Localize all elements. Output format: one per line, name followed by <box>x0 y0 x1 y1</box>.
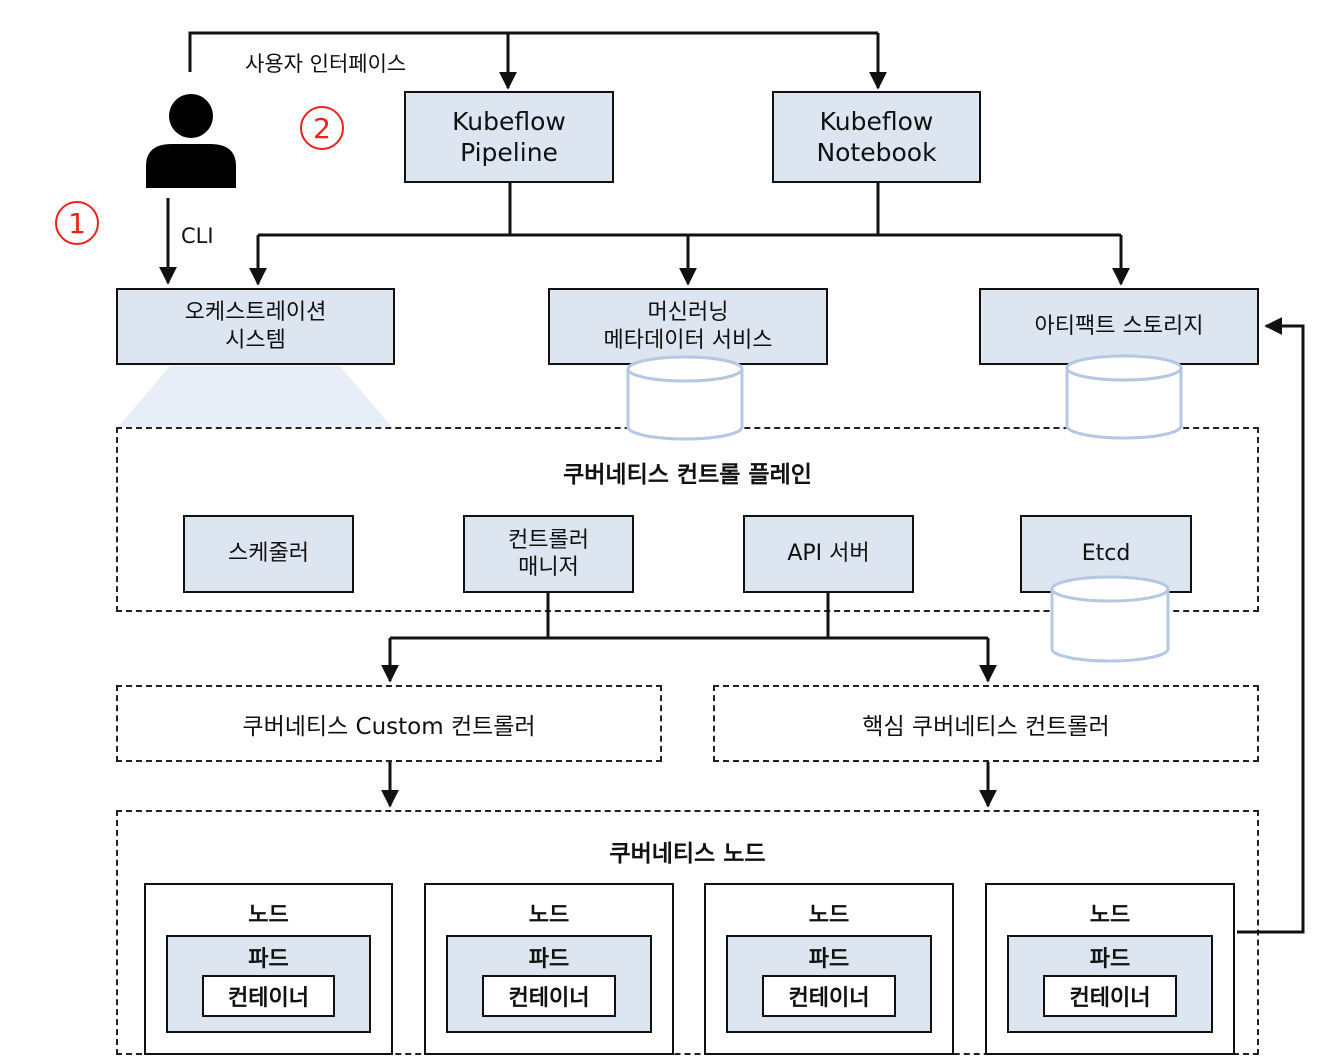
orchestration-system-box: 오케스트레이션 시스템 <box>116 288 395 365</box>
ml-metadata-line2: 메타데이터 서비스 <box>603 327 773 353</box>
user-icon <box>146 94 236 188</box>
etcd-label: Etcd <box>1081 541 1131 567</box>
artifact-storage-label: 아티팩트 스토리지 <box>1034 313 1204 339</box>
pod-label: 파드 <box>528 947 570 972</box>
kubeflow-notebook-line2: Notebook <box>816 138 937 167</box>
container-label: 컨테이너 <box>202 975 335 1017</box>
node-1: 노드 파드 컨테이너 <box>144 883 393 1055</box>
ml-metadata-database-cylinder-icon <box>626 355 744 441</box>
node-label: 노드 <box>1089 903 1131 928</box>
pod: 파드 컨테이너 <box>1007 935 1213 1033</box>
artifact-database-cylinder-icon <box>1065 354 1183 440</box>
core-controller-label: 핵심 쿠버네티스 컨트롤러 <box>862 713 1110 740</box>
container-label: 컨테이너 <box>482 975 616 1017</box>
custom-controller-label: 쿠버네티스 Custom 컨트롤러 <box>242 713 536 740</box>
pod: 파드 컨테이너 <box>446 935 652 1033</box>
container-label: 컨테이너 <box>1043 975 1177 1017</box>
kubernetes-nodes-title: 쿠버네티스 노드 <box>609 841 766 867</box>
pod: 파드 컨테이너 <box>726 935 932 1033</box>
marker-1: 1 <box>55 201 99 245</box>
arrow-node-to-storage <box>1237 317 1305 934</box>
kubeflow-notebook-line1: Kubeflow <box>819 106 934 136</box>
scheduler-box: 스케줄러 <box>183 515 354 593</box>
kubeflow-pipeline-line2: Pipeline <box>460 138 558 167</box>
controller-manager-box: 컨트롤러 매니저 <box>463 515 634 593</box>
pod: 파드 컨테이너 <box>166 935 371 1033</box>
orchestration-line1: 오케스트레이션 <box>184 300 327 325</box>
artifact-storage-box: 아티팩트 스토리지 <box>979 288 1259 365</box>
core-controller-group: 핵심 쿠버네티스 컨트롤러 <box>713 685 1259 762</box>
api-server-label: API 서버 <box>787 541 870 567</box>
node-label: 노드 <box>528 903 570 928</box>
kubeflow-pipeline-box: Kubeflow Pipeline <box>404 91 614 183</box>
container-label: 컨테이너 <box>762 975 896 1017</box>
orchestration-projection <box>118 366 392 427</box>
pod-label: 파드 <box>808 947 850 972</box>
cli-label: CLI <box>181 224 214 248</box>
ml-metadata-line1: 머신러닝 <box>647 300 729 325</box>
pod-label: 파드 <box>1089 947 1131 972</box>
node-label: 노드 <box>248 903 289 928</box>
node-label: 노드 <box>808 903 850 928</box>
ui-bus-line <box>188 31 878 72</box>
custom-controller-group: 쿠버네티스 Custom 컨트롤러 <box>116 685 662 762</box>
node-2: 노드 파드 컨테이너 <box>424 883 674 1055</box>
pod-label: 파드 <box>248 947 289 972</box>
controller-manager-line2: 매니저 <box>518 555 579 580</box>
controller-manager-line1: 컨트롤러 <box>508 527 589 553</box>
node-3: 노드 파드 컨테이너 <box>704 883 954 1055</box>
kubeflow-notebook-box: Kubeflow Notebook <box>772 91 981 183</box>
marker-2: 2 <box>300 106 344 150</box>
orchestration-line2: 시스템 <box>225 327 286 353</box>
etcd-database-cylinder-icon <box>1050 575 1170 663</box>
kubeflow-pipeline-line1: Kubeflow <box>452 106 566 136</box>
api-server-box: API 서버 <box>743 515 914 593</box>
scheduler-label: 스케줄러 <box>228 541 309 567</box>
user-interface-label: 사용자 인터페이스 <box>245 52 407 76</box>
ml-metadata-service-box: 머신러닝 메타데이터 서비스 <box>548 288 828 365</box>
node-4: 노드 파드 컨테이너 <box>985 883 1235 1055</box>
control-plane-title: 쿠버네티스 컨트롤 플레인 <box>563 462 812 488</box>
